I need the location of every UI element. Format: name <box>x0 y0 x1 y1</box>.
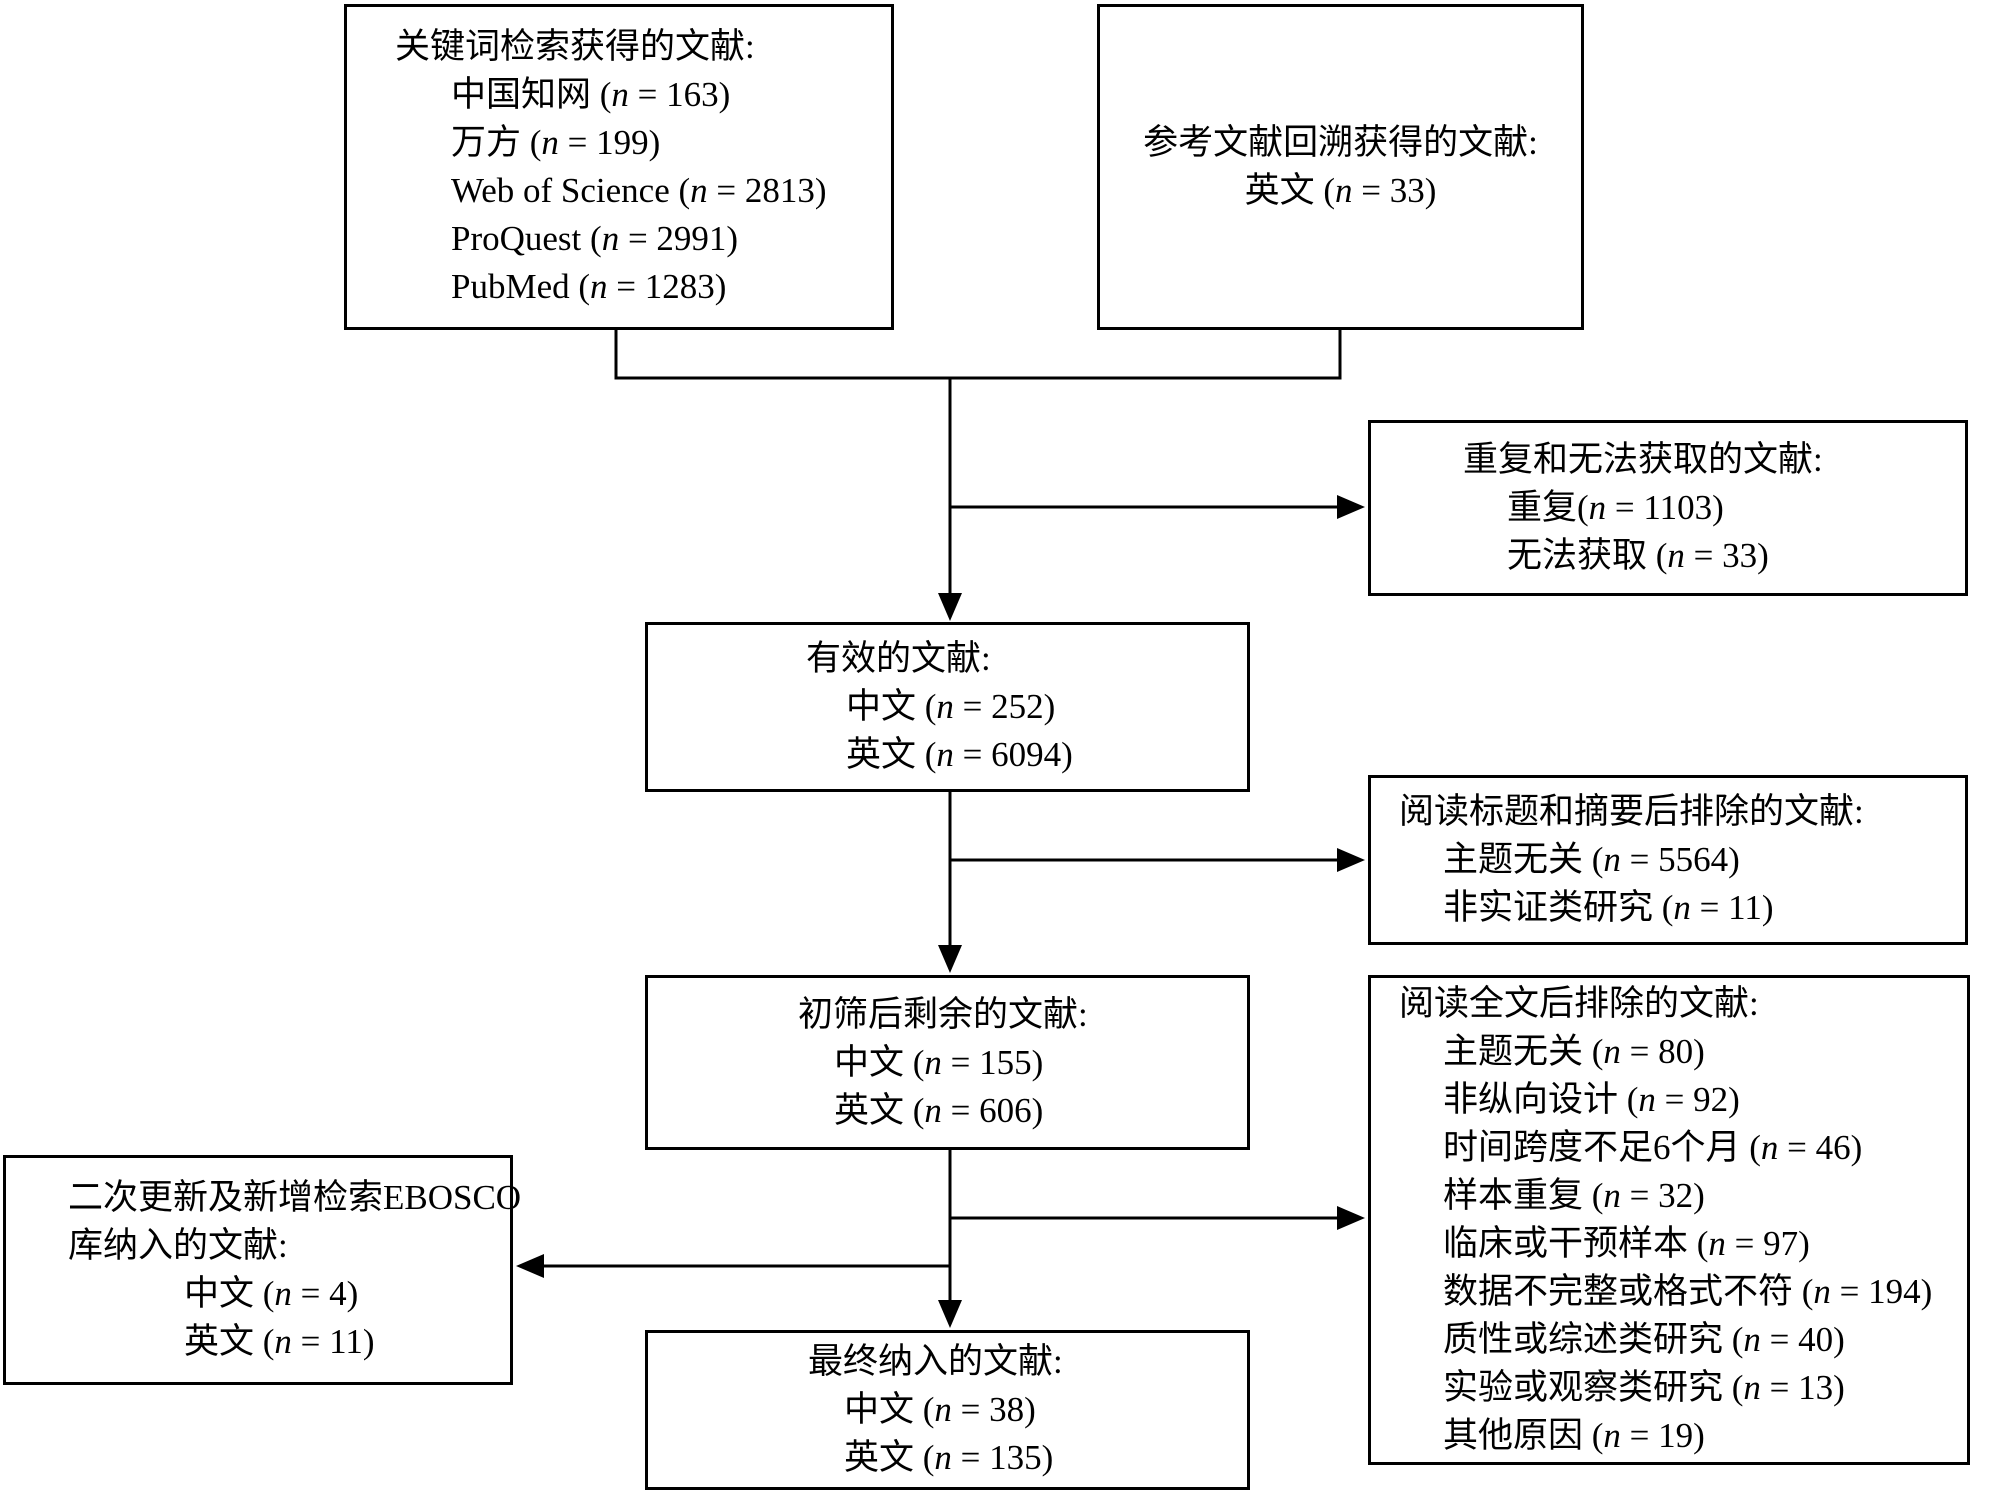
text-line: 英文 (n = 135) <box>844 1438 1054 1477</box>
text-line: 中文 (n = 252) <box>846 687 1056 726</box>
text-line: 非纵向设计 (n = 92) <box>1443 1080 1740 1119</box>
arrowhead-into-final <box>938 1300 962 1328</box>
text-line: 样本重复 (n = 32) <box>1443 1176 1705 1215</box>
text-line: 库纳入的文献: <box>68 1226 288 1265</box>
text-line: 英文 (n = 606) <box>834 1090 1044 1130</box>
text-line: 数据不完整或格式不符 (n = 194) <box>1443 1272 1933 1311</box>
text-line: 万方 (n = 199) <box>451 123 661 162</box>
box-final-included: 最终纳入的文献: 中文 (n = 38) 英文 (n = 135) <box>645 1330 1250 1490</box>
text-line: 中国知网 (n = 163) <box>451 75 731 114</box>
arrowhead-into-screening <box>938 945 962 973</box>
text-line: 阅读标题和摘要后排除的文献: <box>1399 792 1864 831</box>
text-line: 中文 (n = 155) <box>834 1042 1044 1082</box>
arrowhead-into-valid <box>938 593 962 621</box>
box-valid-records: 有效的文献: 中文 (n = 252) 英文 (n = 6094) <box>645 622 1250 792</box>
text-line: 主题无关 (n = 80) <box>1443 1032 1705 1071</box>
keyword-search-lines: 关键词检索获得的文献: 中国知网 (n = 163) 万方 (n = 199) Web… <box>347 23 891 311</box>
arrowhead-into-duplicates <box>1337 495 1365 519</box>
box-title-abstract-excluded: 阅读标题和摘要后排除的文献: 主题无关 (n = 5564) 非实证类研究 (n =… <box>1368 775 1968 945</box>
ebosco-update-lines: 二次更新及新增检索EBOSCO 库纳入的文献: 中文 (n = 4) 英文 (n = … <box>6 1174 522 1366</box>
arrowhead-into-abstract-excluded <box>1337 848 1365 872</box>
text-line: 无法获取 (n = 33) <box>1507 536 1769 575</box>
text-line: 非实证类研究 (n = 11) <box>1443 888 1774 927</box>
text-line: 有效的文献: <box>806 639 991 678</box>
reference-tracing-lines: 参考文献回溯获得的文献: 英文 (n = 33) <box>1100 119 1581 215</box>
box-duplicates-unavailable: 重复和无法获取的文献: 重复(n = 1103) 无法获取 (n = 33) <box>1368 420 1968 596</box>
text-line: 实验或观察类研究 (n = 13) <box>1443 1368 1845 1407</box>
text-line: 中文 (n = 4) <box>184 1274 359 1313</box>
text-line: 英文 (n = 6094) <box>846 735 1073 774</box>
text-line: Web of Science (n = 2813) <box>451 171 827 210</box>
arrowhead-into-fulltext-excluded <box>1337 1206 1365 1230</box>
text-line: 最终纳入的文献: <box>808 1342 1063 1381</box>
box-ebosco-update: 二次更新及新增检索EBOSCO 库纳入的文献: 中文 (n = 4) 英文 (n = … <box>3 1155 522 1385</box>
valid-records-lines: 有效的文献: 中文 (n = 252) 英文 (n = 6094) <box>648 635 1247 779</box>
fulltext-excluded-lines: 阅读全文后排除的文献: 主题无关 (n = 80) 非纵向设计 (n = 92) 时间… <box>1371 980 1967 1460</box>
final-included-lines: 最终纳入的文献: 中文 (n = 38) 英文 (n = 135) <box>648 1338 1247 1482</box>
text-line: 关键词检索获得的文献: <box>395 27 755 66</box>
text-line: ProQuest (n = 2991) <box>451 219 739 258</box>
text-line: 阅读全文后排除的文献: <box>1399 984 1759 1023</box>
arrowhead-into-ebosco <box>516 1254 544 1278</box>
text-line: 重复(n = 1103) <box>1507 488 1724 527</box>
text-line: 主题无关 (n = 5564) <box>1443 840 1740 879</box>
title-abstract-excluded-lines: 阅读标题和摘要后排除的文献: 主题无关 (n = 5564) 非实证类研究 (n =… <box>1371 788 1965 932</box>
text-line: 英文 (n = 11) <box>184 1322 375 1361</box>
duplicates-unavailable-lines: 重复和无法获取的文献: 重复(n = 1103) 无法获取 (n = 33) <box>1371 436 1965 580</box>
text-line: 其他原因 (n = 19) <box>1443 1416 1705 1455</box>
text-line: 临床或干预样本 (n = 97) <box>1443 1224 1810 1263</box>
text-line: 时间跨度不足6个月 (n = 46) <box>1443 1128 1863 1167</box>
after-screening-lines: 初筛后剩余的文献: 中文 (n = 155) 英文 (n = 606) <box>648 991 1247 1135</box>
text-line: PubMed (n = 1283) <box>451 267 727 306</box>
box-reference-tracing-results: 参考文献回溯获得的文献: 英文 (n = 33) <box>1097 4 1584 330</box>
text-line: 英文 (n = 33) <box>1244 171 1437 210</box>
text-line: 中文 (n = 38) <box>844 1390 1036 1429</box>
box-fulltext-excluded: 阅读全文后排除的文献: 主题无关 (n = 80) 非纵向设计 (n = 92) 时间… <box>1368 975 1970 1465</box>
text-line: 质性或综述类研究 (n = 40) <box>1443 1320 1845 1359</box>
text-line: 二次更新及新增检索EBOSCO <box>68 1178 522 1217</box>
text-line: 初筛后剩余的文献: <box>798 994 1088 1034</box>
text-line: 参考文献回溯获得的文献: <box>1143 123 1538 162</box>
text-line: 重复和无法获取的文献: <box>1463 440 1823 479</box>
box-after-screening: 初筛后剩余的文献: 中文 (n = 155) 英文 (n = 606) <box>645 975 1250 1150</box>
box-keyword-search-results: 关键词检索获得的文献: 中国知网 (n = 163) 万方 (n = 199) Web… <box>344 4 894 330</box>
